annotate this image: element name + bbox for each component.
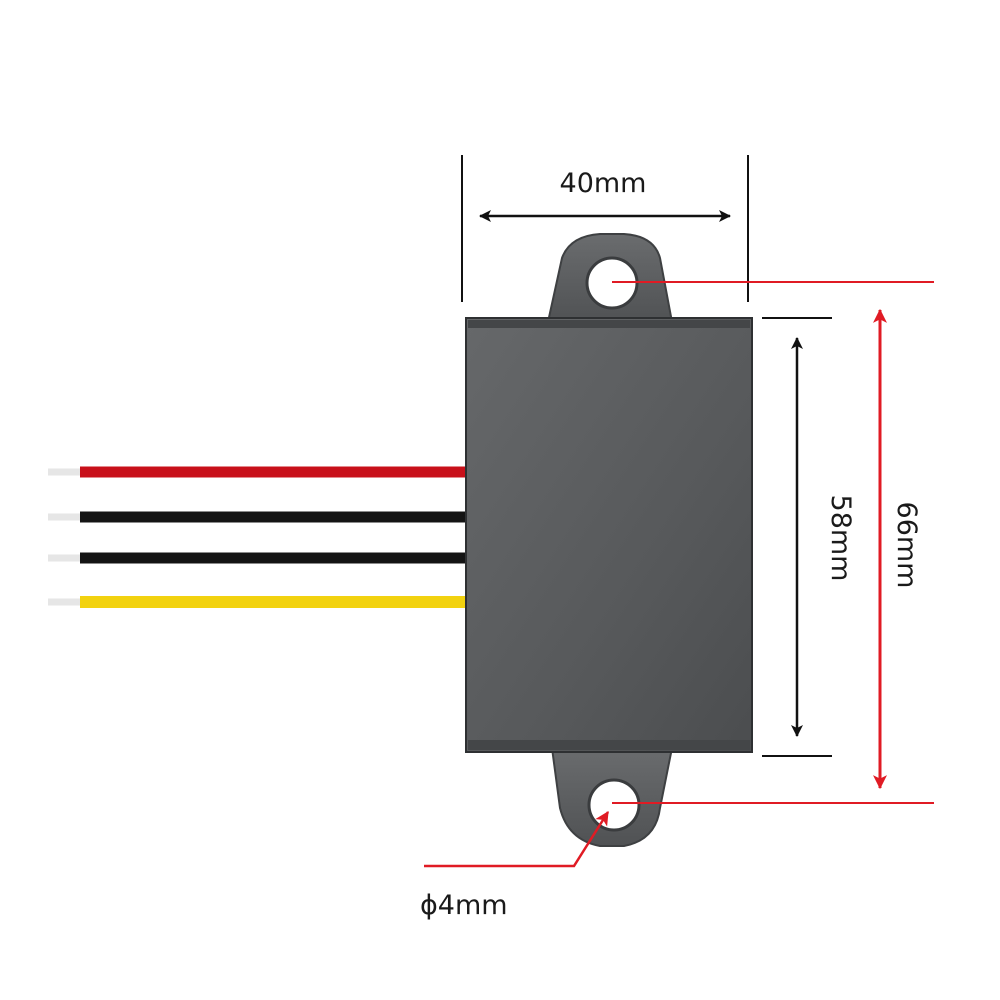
bottom-mounting-tab: [550, 747, 674, 847]
body-height-dimension: 58mm: [762, 317, 856, 757]
body-height-label: 58mm: [825, 495, 856, 582]
hole-leader-line: [424, 811, 610, 868]
hole-diameter-label: ϕ4mm: [420, 890, 508, 921]
module-body: [465, 317, 753, 753]
total-height-dimension: 66mm: [612, 281, 934, 804]
wire-bundle: [48, 466, 468, 608]
width-label: 40mm: [560, 168, 647, 199]
width-dimension: 40mm: [461, 155, 749, 302]
hole-diameter-callout: ϕ4mm: [420, 811, 610, 921]
bottom-mounting-hole: [587, 778, 641, 832]
total-height-label: 66mm: [891, 502, 922, 589]
top-mounting-tab: [546, 233, 674, 323]
